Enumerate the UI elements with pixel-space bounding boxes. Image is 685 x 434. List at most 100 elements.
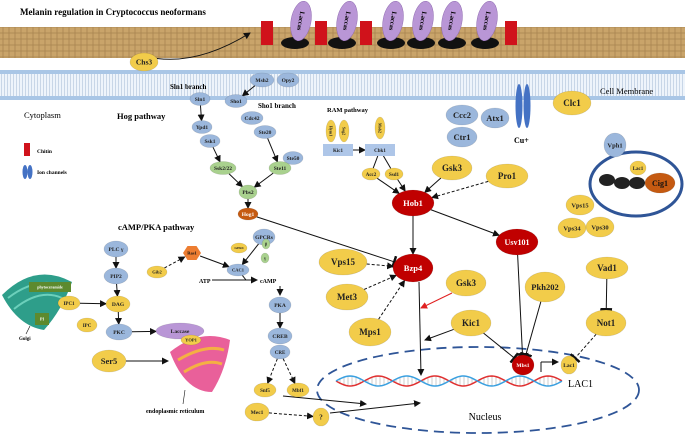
laccase-label: Laccas	[417, 11, 427, 32]
kic1-label: Kic1	[462, 318, 480, 328]
node-vps15-a: Vps15	[565, 194, 595, 216]
cig1-label: Cig1	[652, 179, 668, 188]
gsk3-b-label: Gsk3	[456, 278, 477, 288]
edge-12	[376, 177, 400, 194]
diagram-title: Melanin regulation in Cryptococcus neofo…	[20, 7, 206, 17]
melanin-granule-0	[281, 37, 309, 49]
edge-19	[363, 274, 397, 290]
edge-0	[156, 32, 251, 60]
edge-26	[424, 328, 454, 342]
usv101-label: Usv101	[505, 238, 530, 247]
node-mbf1: Mbf1	[286, 382, 310, 398]
edge-8	[256, 216, 398, 268]
clc1-label: Clc1	[563, 98, 581, 108]
camp-label: cAMP	[260, 279, 277, 285]
melanin-granule-3	[407, 37, 435, 49]
edge-44	[282, 358, 296, 385]
edge-14	[424, 177, 442, 193]
ccc2-label: Ccc2	[453, 110, 471, 120]
node-hym1: Hym1	[325, 119, 337, 143]
ssd1-label: Ssd1	[389, 173, 400, 178]
vps15-b-label: Vps15	[331, 257, 356, 267]
node-ser5: Ser5	[91, 349, 127, 373]
ras1-label: Ras1	[187, 251, 197, 256]
bzp4-label: Bzp4	[404, 263, 423, 273]
edge-2	[197, 105, 205, 122]
camp-pka-label: cAMP/PKA pathway	[118, 222, 195, 232]
node-gpr4: GPR4	[230, 242, 248, 254]
node-cac1: CAC1	[226, 263, 250, 277]
yop1-label: YOP1	[185, 338, 197, 343]
edge-45	[282, 395, 367, 407]
lac1-vac-label: Lac1	[633, 167, 644, 172]
golgi-label: Golgi	[19, 337, 31, 342]
node-laccase: Laccase	[155, 322, 205, 340]
legend-ion-channel-label: Ion channels	[37, 170, 67, 176]
node-atx1: Atx1	[480, 107, 510, 129]
cell-wall-laccase-1: Laccas	[336, 0, 358, 42]
node-opy2: Opy2	[276, 72, 300, 88]
node-gib2: Gib2	[146, 265, 168, 279]
ste50-label: Ste50	[287, 156, 300, 162]
node-cdc42: Cdc42	[240, 111, 264, 125]
mec1-label: Mec1	[251, 410, 264, 416]
sho1-label: Sho1	[230, 99, 242, 105]
node-sho1: Sho1	[224, 94, 248, 108]
node-clc1: Clc1	[552, 90, 592, 116]
node-chs3: Chs3	[129, 52, 159, 72]
edge-20	[378, 279, 406, 320]
vad1-label: Vad1	[597, 263, 617, 273]
edge-6	[253, 172, 274, 188]
chitin-1	[315, 21, 327, 45]
node-hog1: Hog1	[237, 207, 259, 221]
plc-label: PLC γ	[109, 247, 124, 253]
sho1-branch-label: Sho1 branch	[258, 102, 296, 110]
melanin-granule-5	[471, 37, 499, 49]
edge-46	[268, 412, 315, 420]
atx1-label: Atx1	[486, 113, 503, 123]
pbs2-label: Pbs2	[242, 190, 254, 196]
edge-43	[266, 358, 278, 385]
node-lac1: Lac1	[560, 355, 578, 375]
node-lac1-vac: Lac1	[629, 160, 647, 176]
gib2-label: Gib2	[152, 270, 162, 275]
edge-33	[79, 300, 108, 308]
vps15-a-label: Vps15	[571, 202, 589, 209]
ssk2-label: Ssk2/22	[214, 166, 232, 172]
laccase-label: Laccas	[446, 11, 456, 32]
ion-channel	[515, 84, 531, 128]
mob2-label: Mob2	[378, 123, 383, 133]
ctr1-label: Ctr1	[454, 132, 471, 142]
node-cbk1: Cbk1	[365, 144, 395, 156]
sln1-label: Sln1	[195, 97, 206, 103]
node-sln1: Sln1	[189, 92, 211, 106]
kic1-box-label: Kic1	[333, 149, 343, 154]
melanin-granule-1	[328, 37, 356, 49]
mps1-label: Mps1	[359, 327, 381, 337]
ser5-label: Ser5	[101, 356, 118, 366]
ssk1-label: Ssk1	[204, 139, 215, 145]
msh2-label: Msh2	[255, 78, 268, 84]
node-ras1: Ras1	[183, 246, 201, 260]
vps34-label: Vps34	[563, 225, 581, 232]
node-creb: CREB	[267, 327, 293, 345]
ipc-label: IPC	[83, 324, 92, 329]
cu-label: Cu+	[514, 136, 529, 145]
edge-15	[431, 180, 489, 200]
creb-label: CREB	[272, 334, 288, 340]
node-mob2: Mob2	[374, 116, 386, 140]
legend-chitin-label: Chitin	[37, 149, 52, 155]
node-unknown: ?	[312, 407, 330, 427]
hob1-label: Hob1	[403, 198, 423, 208]
node-dag: DAG	[105, 295, 131, 313]
edge-37	[199, 255, 230, 268]
lac1-gene-label: LAC1	[568, 379, 593, 390]
node-ssd1: Ssd1	[384, 167, 404, 181]
dag-label: DAG	[112, 302, 125, 308]
gsk3-a-label: Gsk3	[442, 163, 463, 173]
node-ctr1: Ctr1	[446, 126, 478, 148]
beta-label: β	[265, 241, 267, 246]
node-gsk3-b: Gsk3	[445, 269, 487, 297]
node-pkc: PKC	[105, 323, 133, 341]
